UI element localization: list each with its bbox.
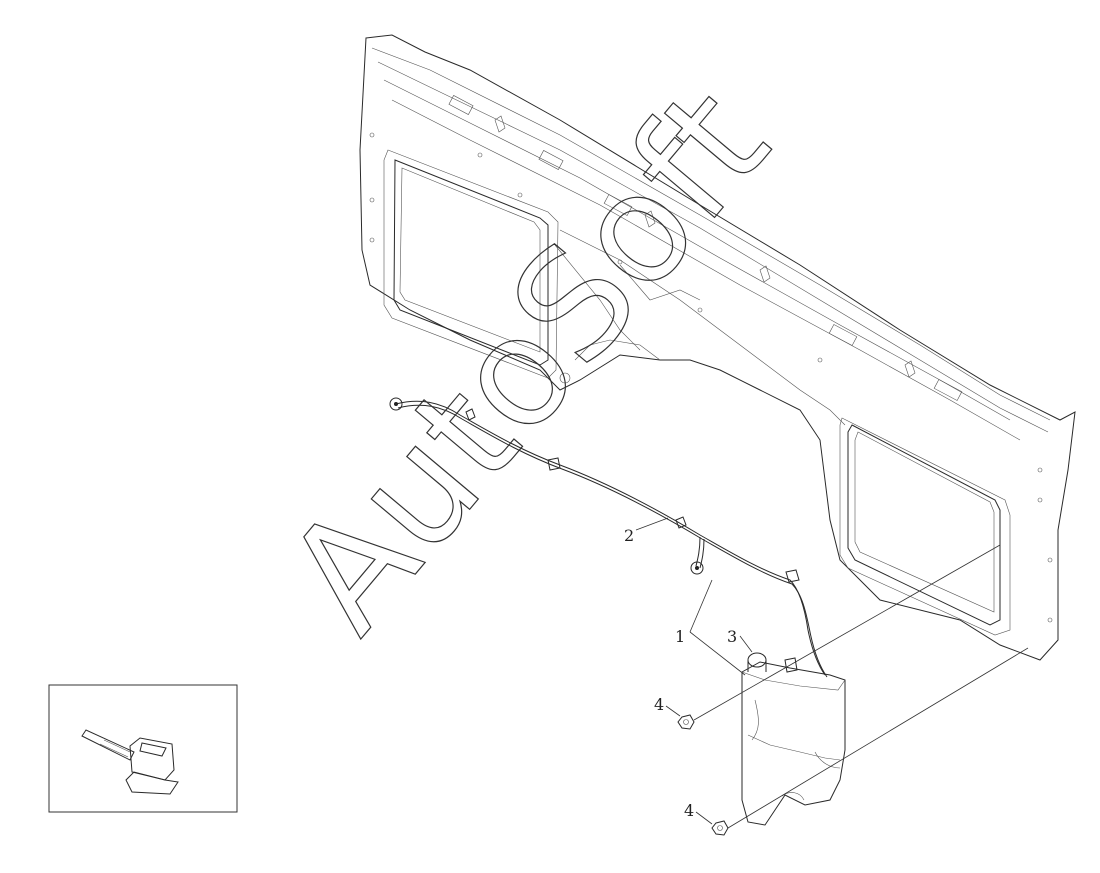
rear-panel	[359, 34, 1076, 661]
callout-2: 2	[624, 526, 634, 545]
callout-4: 4	[684, 801, 694, 820]
inset-box	[48, 684, 238, 813]
top-rail-bracket	[448, 95, 963, 401]
mounting-holes	[369, 132, 1053, 623]
callout-3: 3	[727, 627, 737, 646]
leader-lines	[171, 517, 1029, 829]
callout-1: 1	[675, 627, 685, 646]
mounting-nut	[711, 820, 729, 836]
callout-4: 4	[654, 695, 664, 714]
watermark: AutoSoft	[254, 58, 801, 663]
filler-cap	[747, 652, 798, 673]
cable-tie	[81, 729, 179, 795]
washer-reservoir	[741, 661, 846, 826]
top-rail-clip	[494, 115, 916, 378]
hose-clip	[389, 397, 800, 583]
mounting-nut	[677, 714, 695, 730]
